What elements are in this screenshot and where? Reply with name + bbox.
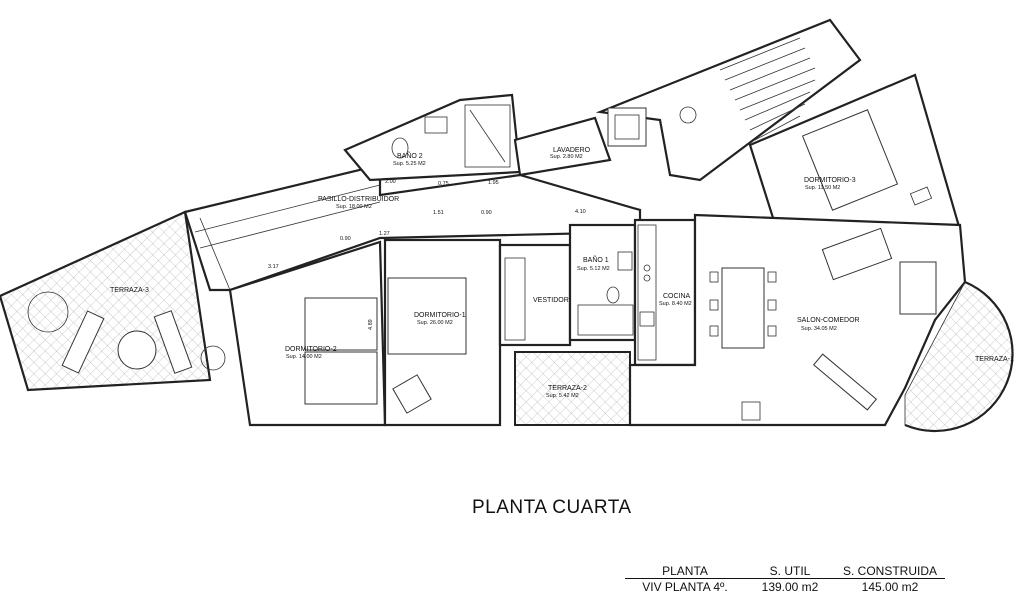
pasillo-name: PASILLO-DISTRIBUIDOR xyxy=(318,196,399,203)
cocina-area xyxy=(633,218,697,367)
dimension-label: 1.51 xyxy=(433,210,444,216)
terraza-3-area xyxy=(0,210,226,392)
terraza-2-area-text: Sup. 5.42 M2 xyxy=(546,393,579,399)
dormitorio-1-name: DORMITORIO-1 xyxy=(414,312,466,319)
cell-s-util: 139.00 m2 xyxy=(761,579,819,594)
lavadero-area xyxy=(513,116,612,177)
terraza-3-name: TERRAZA-3 xyxy=(110,287,149,294)
dimension-label: 4.89 xyxy=(368,319,374,330)
lavadero-area-text: Sup. 2.80 M2 xyxy=(550,154,583,160)
dimension-label: 2.00 xyxy=(385,179,396,185)
dimension-label: 1.27 xyxy=(379,231,390,237)
dormitorio-2-name: DORMITORIO-2 xyxy=(285,346,337,353)
summary-data-row: VIV PLANTA 4º. 139.00 m2 145.00 m2 xyxy=(625,579,945,594)
vestidor-area xyxy=(498,243,572,347)
dimension-label: 0.90 xyxy=(340,236,351,242)
bano-2-name: BAÑO 2 xyxy=(397,151,423,160)
dimension-label: 0.75 xyxy=(438,181,449,187)
cocina-name: COCINA xyxy=(663,293,691,300)
dormitorio-3-name: DORMITORIO-3 xyxy=(804,177,856,184)
bano-1-name: BAÑO 1 xyxy=(583,255,609,264)
summary-header-row: PLANTA S. UTIL S. CONSTRUIDA xyxy=(625,563,945,579)
cell-s-construida: 145.00 m2 xyxy=(861,579,919,594)
bano-1-area-text: Sup. 5.12 M2 xyxy=(577,266,610,272)
bano-2-area-text: Sup. 5.25 M2 xyxy=(393,161,426,167)
vestidor-name: VESTIDOR xyxy=(533,297,569,304)
header-planta: PLANTA xyxy=(662,563,708,578)
lavadero-name: LAVADERO xyxy=(553,147,591,154)
plan-title: PLANTA CUARTA xyxy=(472,497,632,518)
dimension-label: 4.10 xyxy=(575,209,586,215)
terraza-2-name: TERRAZA-2 xyxy=(548,385,587,392)
dimension-label: 1.95 xyxy=(488,180,499,186)
header-s-util: S. UTIL xyxy=(769,563,811,578)
terraza-1-name: TERRAZA-1 xyxy=(975,356,1014,363)
salon-comedor-area-text: Sup. 34.05 M2 xyxy=(801,326,837,332)
area-summary-table: PLANTA S. UTIL S. CONSTRUIDA VIV PLANTA … xyxy=(625,563,945,594)
pasillo-area-text: Sup. 18.00 M2 xyxy=(336,204,372,210)
terraza-1-area xyxy=(904,280,1014,433)
cocina-area-text: Sup. 8.40 M2 xyxy=(659,301,692,307)
salon-comedor-name: SALON-COMEDOR xyxy=(797,317,860,324)
stair-core xyxy=(595,18,862,182)
header-s-construida: S. CONSTRUIDA xyxy=(842,563,937,578)
dormitorio-2-area xyxy=(228,240,387,427)
dormitorio-3-area-text: Sup. 11.50 M2 xyxy=(805,185,840,191)
bano-1-area xyxy=(568,223,637,342)
dimension-label: 3.17 xyxy=(268,264,279,270)
dormitorio-1-area xyxy=(383,238,502,427)
dimension-label: 0.90 xyxy=(481,210,492,216)
dormitorio-1-area-text: Sup. 26.00 M2 xyxy=(417,320,453,326)
salon-comedor-area xyxy=(628,213,967,427)
terraza-2-area xyxy=(514,351,631,426)
bano-2-area xyxy=(343,93,522,182)
cell-planta: VIV PLANTA 4º. xyxy=(642,579,728,594)
dormitorio-2-area-text: Sup. 14.00 M2 xyxy=(286,354,322,360)
